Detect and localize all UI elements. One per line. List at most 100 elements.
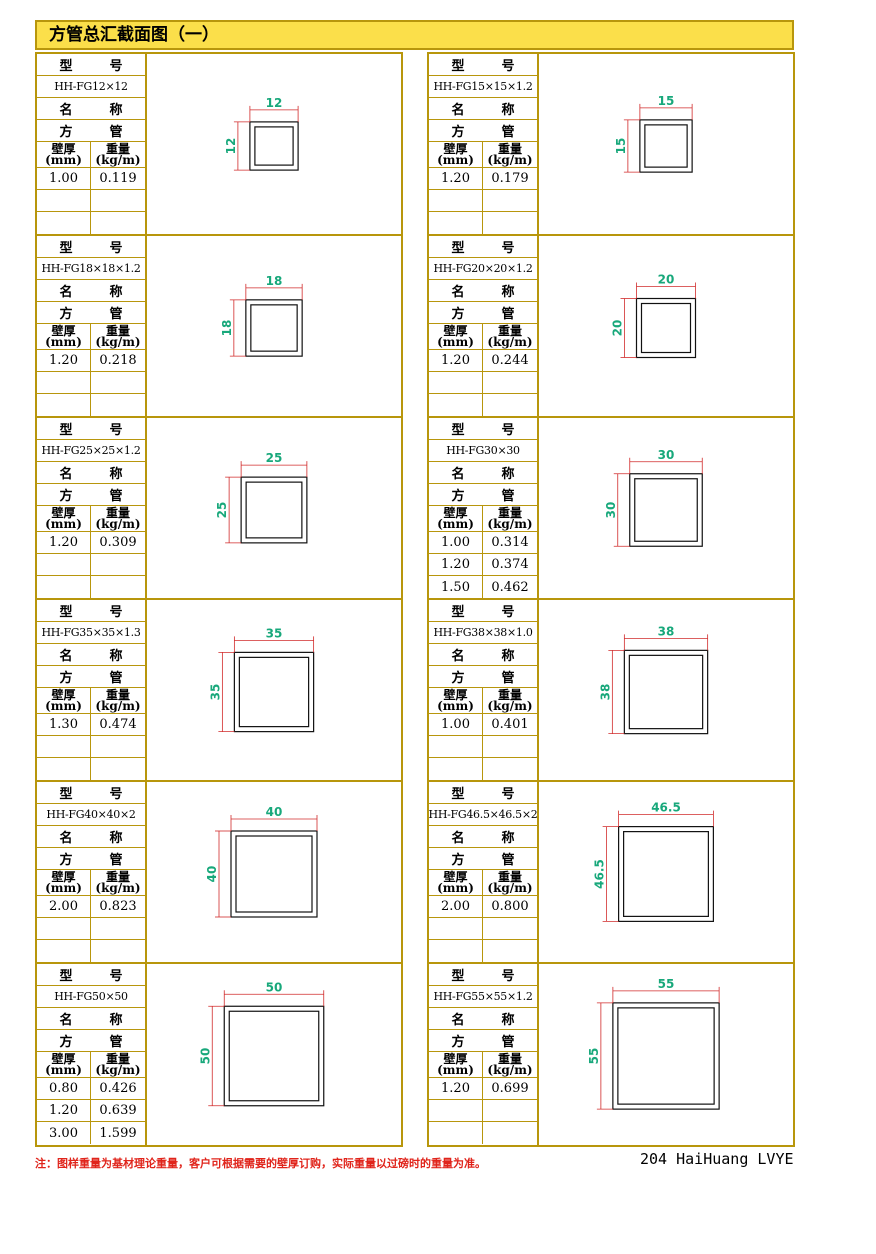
thickness-value: 1.20 xyxy=(429,168,483,189)
weight-header: 重量(kg/m) xyxy=(483,324,537,349)
inner-wall xyxy=(235,835,313,913)
dimension-label-left: 40 xyxy=(205,866,219,883)
thickness-value xyxy=(429,394,483,416)
thickness-value xyxy=(429,758,483,780)
name-label: 名 称 xyxy=(429,826,537,848)
thickness-weight-header: 壁厚(mm)重量(kg/m) xyxy=(37,506,145,532)
table-row xyxy=(37,918,145,940)
thickness-unit: (mm) xyxy=(45,516,82,531)
dimension-label-top: 50 xyxy=(266,980,283,994)
dimension-label-left: 46.5 xyxy=(593,859,607,889)
outer-wall xyxy=(240,476,308,544)
name-label: 名 称 xyxy=(429,280,537,302)
inner-wall xyxy=(228,1010,320,1102)
thickness-value xyxy=(37,736,91,757)
table-row xyxy=(37,212,145,234)
weight-unit: (kg/m) xyxy=(487,334,533,349)
dimension-label-top: 15 xyxy=(658,94,675,108)
thickness-unit: (mm) xyxy=(45,880,82,895)
thickness-value xyxy=(429,918,483,939)
thickness-value xyxy=(37,190,91,211)
thickness-header: 壁厚(mm) xyxy=(429,506,483,531)
name-label: 名 称 xyxy=(37,644,145,666)
weight-value xyxy=(483,212,537,234)
outer-wall xyxy=(635,297,697,359)
thickness-header: 壁厚(mm) xyxy=(37,1052,91,1077)
weight-unit: (kg/m) xyxy=(487,698,533,713)
thickness-header: 壁厚(mm) xyxy=(37,324,91,349)
table-row xyxy=(37,758,145,780)
weight-label: 重量 xyxy=(497,324,522,338)
weight-value: 0.119 xyxy=(99,171,137,186)
weight-value xyxy=(483,1122,537,1144)
weight-unit: (kg/m) xyxy=(95,152,141,167)
weight-label: 重量 xyxy=(497,142,522,156)
thickness-value xyxy=(429,1100,483,1121)
thickness-value xyxy=(429,736,483,757)
outer-wall xyxy=(629,473,703,547)
inner-wall xyxy=(640,302,692,354)
thickness-value xyxy=(37,758,91,780)
weight-label: 重量 xyxy=(105,870,130,884)
weight-label: 重量 xyxy=(497,870,522,884)
thickness-weight-header: 壁厚(mm)重量(kg/m) xyxy=(429,688,537,714)
weight-value xyxy=(483,758,537,780)
thickness-value: 1.00 xyxy=(429,714,483,735)
dimension-label-top: 40 xyxy=(266,805,283,819)
name-label: 名 称 xyxy=(37,826,145,848)
inner-wall xyxy=(617,1007,715,1105)
weight-value xyxy=(483,372,537,393)
name-value: 方 管 xyxy=(429,848,537,870)
weight-value: 0.309 xyxy=(99,535,137,550)
weight-label: 重量 xyxy=(497,506,522,520)
dimension-label-top: 20 xyxy=(658,273,675,287)
dimension-label-top: 12 xyxy=(266,96,283,110)
outer-wall xyxy=(623,649,709,735)
weight-value xyxy=(91,576,145,598)
name-value: 方 管 xyxy=(37,302,145,324)
name-value: 方 管 xyxy=(429,484,537,506)
model-value: HH-FG40×40×2 xyxy=(37,804,145,826)
name-value: 方 管 xyxy=(37,484,145,506)
page-title: 方管总汇截面图（一） xyxy=(35,20,794,50)
thickness-value xyxy=(37,394,91,416)
weight-header: 重量(kg/m) xyxy=(91,506,145,531)
weight-value xyxy=(91,190,145,211)
thickness-label: 壁厚 xyxy=(443,142,468,156)
weight-unit: (kg/m) xyxy=(95,698,141,713)
thickness-header: 壁厚(mm) xyxy=(37,688,91,713)
weight-value xyxy=(483,918,537,939)
thickness-value xyxy=(37,372,91,393)
weight-header: 重量(kg/m) xyxy=(91,142,145,167)
weight-header: 重量(kg/m) xyxy=(483,688,537,713)
table-row xyxy=(429,394,537,416)
dimension-label-left: 18 xyxy=(220,320,234,337)
weight-value xyxy=(483,190,537,211)
inner-wall xyxy=(254,126,294,166)
thickness-header: 壁厚(mm) xyxy=(37,870,91,895)
